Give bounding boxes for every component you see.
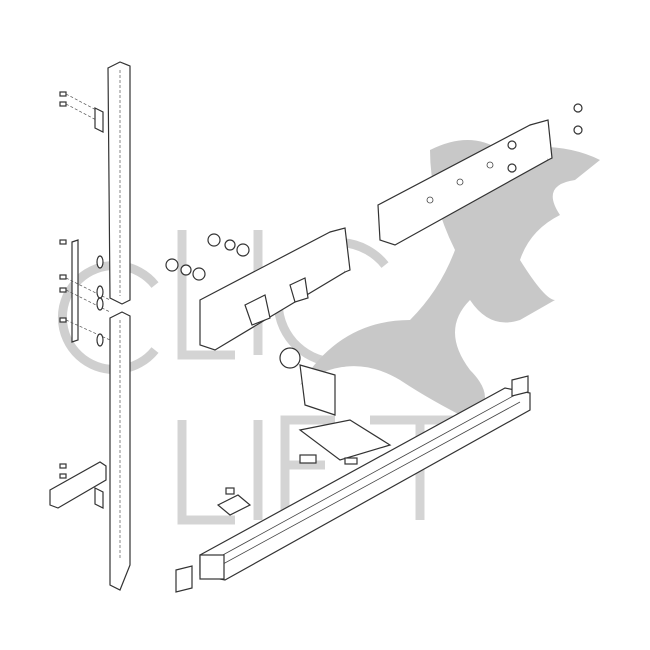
watermark-logo xyxy=(57,140,600,525)
watermark-letter-f xyxy=(280,415,335,520)
watermark-figure xyxy=(300,140,600,420)
watermark-letter-l2 xyxy=(177,420,235,525)
vertical-rail xyxy=(107,61,131,591)
upper-right-bracket xyxy=(377,103,583,246)
aluminium-beam xyxy=(175,375,531,593)
middle-bracket xyxy=(165,227,351,351)
pulley-carriage xyxy=(216,347,392,516)
left-fasteners xyxy=(49,91,111,509)
